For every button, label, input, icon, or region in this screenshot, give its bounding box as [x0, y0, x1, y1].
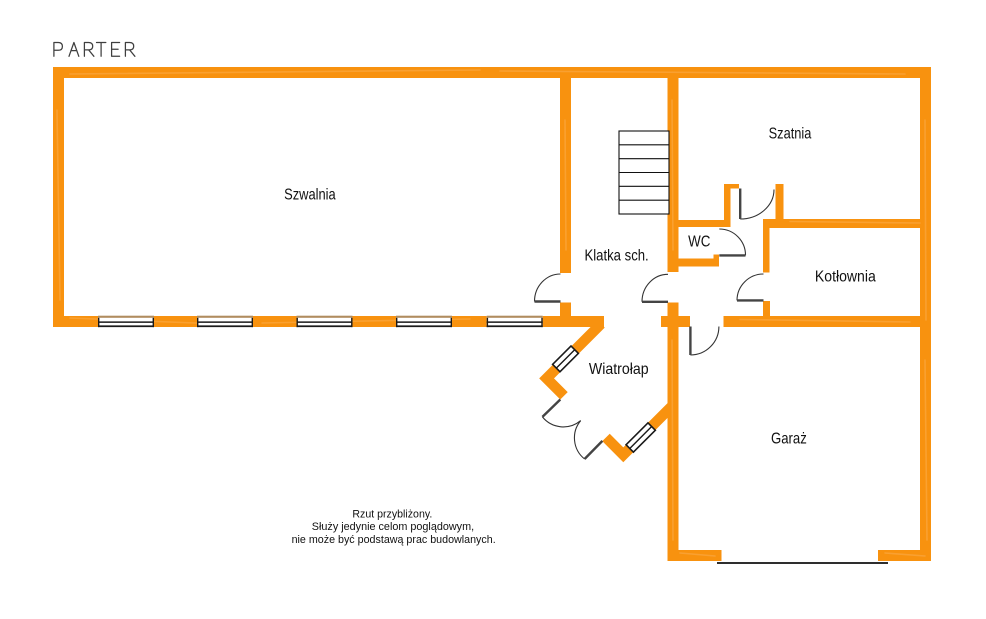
- svg-text:Szwalnia: Szwalnia: [284, 187, 336, 204]
- svg-text:nie może być podstawą prac bud: nie może być podstawą prac budowlanych.: [292, 534, 496, 546]
- svg-text:Garaż: Garaż: [771, 430, 807, 447]
- svg-text:Rzut przybliżony.: Rzut przybliżony.: [352, 509, 432, 521]
- svg-text:Klatka sch.: Klatka sch.: [585, 248, 649, 265]
- svg-text:Kotłownia: Kotłownia: [815, 268, 876, 285]
- svg-text:WC: WC: [688, 233, 710, 250]
- svg-text:Szatnia: Szatnia: [769, 126, 812, 143]
- svg-text:Służy jedynie celom poglądowym: Służy jedynie celom poglądowym,: [312, 521, 474, 533]
- svg-text:Wiatrołap: Wiatrołap: [589, 361, 649, 378]
